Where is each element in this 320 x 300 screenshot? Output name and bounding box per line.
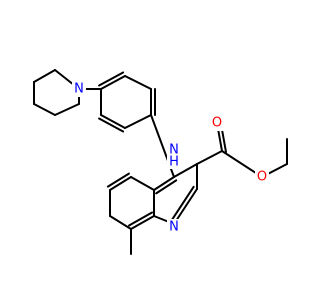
double-bond-line	[98, 71, 125, 87]
atom-amine-nitrogen: N H	[167, 142, 181, 170]
atom-label-h: H	[169, 155, 179, 170]
atom-background	[255, 169, 269, 185]
double-bond-line	[98, 117, 125, 133]
atom-label-n: N	[74, 82, 84, 97]
atom-label-n: N	[169, 143, 179, 158]
atom-piperidine-nitrogen: N	[72, 81, 86, 97]
double-bond-line	[155, 179, 178, 195]
atom-background	[167, 219, 181, 235]
single-bond	[196, 150, 223, 165]
single-bond	[109, 215, 132, 230]
bond-layer	[33, 69, 288, 255]
atom-ester-ether-oxygen: O	[255, 169, 269, 185]
single-bond	[130, 215, 155, 230]
single-bond	[33, 69, 56, 83]
molecule-structure-diagram: N N N H O O	[33, 69, 288, 255]
single-bond	[33, 103, 56, 116]
single-bond	[109, 176, 132, 191]
double-bond-line	[169, 185, 195, 223]
atom-label-layer: N N N H O O	[72, 81, 269, 235]
atom-quinoline-nitrogen: N	[167, 219, 181, 235]
atom-background	[167, 142, 181, 169]
atom-label-o: O	[212, 116, 222, 131]
atom-background	[72, 81, 86, 97]
single-bond	[153, 176, 175, 191]
atom-background	[210, 115, 224, 131]
single-bond	[54, 103, 80, 116]
atom-label-n: N	[169, 220, 179, 235]
atom-carbonyl-oxygen: O	[210, 115, 224, 131]
single-bond	[173, 163, 198, 178]
single-bond	[124, 75, 152, 90]
single-bond	[130, 176, 155, 191]
single-bond	[100, 114, 126, 129]
single-bond	[173, 188, 198, 225]
single-bond	[124, 114, 152, 129]
double-bond-line	[106, 172, 130, 188]
single-bond	[100, 75, 126, 90]
double-bond-line	[128, 211, 154, 227]
atom-label-o: O	[257, 170, 267, 185]
